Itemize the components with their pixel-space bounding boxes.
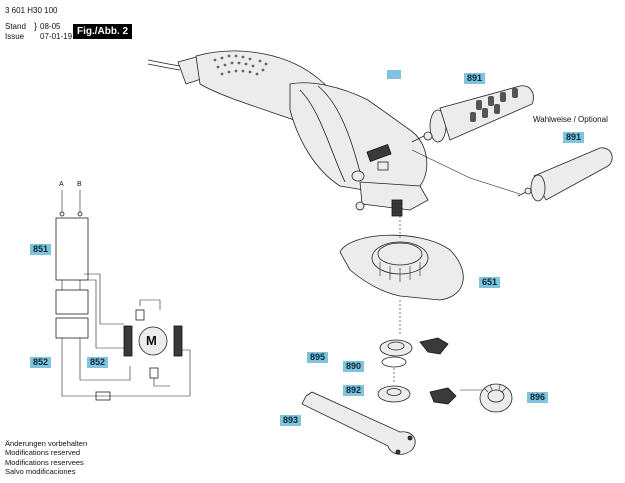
footer-line: Änderungen vorbehalten <box>5 439 88 448</box>
brush-left <box>123 325 133 357</box>
terminal-b-label: B <box>77 181 82 188</box>
cable-connector <box>95 391 111 401</box>
two-pin-spanner <box>301 391 416 455</box>
callout-896[interactable]: 896 <box>527 392 549 403</box>
o-ring <box>381 356 407 368</box>
spindle-lock-button <box>377 161 389 171</box>
terminal-a-label: A <box>59 181 64 188</box>
callout-890[interactable]: 890 <box>343 361 365 372</box>
suppressor-component <box>55 289 89 315</box>
grip-texture <box>213 54 268 76</box>
brace-glyph: } <box>34 21 38 31</box>
gear-head <box>359 181 429 211</box>
spanner-body <box>301 391 416 455</box>
auxiliary-handle-optional <box>517 147 613 202</box>
auxiliary-handle-standard <box>411 85 534 143</box>
wheel-guard <box>339 216 464 301</box>
motor-housing <box>289 82 428 197</box>
callout-891-top[interactable]: 891 <box>464 73 486 84</box>
motor-label: M <box>146 333 157 348</box>
callout-852-b[interactable]: 852 <box>87 357 109 368</box>
issue-value: 07-01-19 <box>40 32 73 41</box>
figure-label: Fig./Abb. 2 <box>73 24 133 39</box>
optional-handle-leader <box>411 149 521 195</box>
callout-891-optional[interactable]: 891 <box>563 132 585 143</box>
stand-value: 08-05 <box>40 22 61 31</box>
grinder-body <box>147 50 429 217</box>
footer-line: Modifications reserved <box>5 448 81 458</box>
footer-notes: Änderungen vorbehalten Modifications res… <box>5 439 87 477</box>
part-number: 3 601 H30 100 <box>5 6 58 15</box>
slide-switch <box>366 144 392 162</box>
footer-line: Modifications reservees <box>5 457 84 467</box>
callout-blank <box>387 70 401 79</box>
callout-893[interactable]: 893 <box>280 415 302 426</box>
callout-895[interactable]: 895 <box>307 352 329 363</box>
callout-852-a[interactable]: 852 <box>30 357 52 368</box>
power-cable <box>147 59 181 67</box>
optional-note: Wahlweise / Optional <box>533 115 608 124</box>
nut-section-view <box>429 387 457 405</box>
callout-851[interactable]: 851 <box>30 244 52 255</box>
callout-892[interactable]: 892 <box>343 385 365 396</box>
mounting-flange <box>379 339 413 357</box>
wiring-diagram <box>55 190 191 401</box>
clamping-nut <box>377 385 411 403</box>
optional-handle-grip <box>533 147 613 201</box>
switch-component <box>55 217 89 281</box>
callout-651[interactable]: 651 <box>479 277 501 288</box>
flange-section-view <box>419 337 449 355</box>
brush-right <box>173 325 183 357</box>
issue-label: Issue <box>5 32 25 41</box>
motor-symbol <box>138 326 168 356</box>
stand-label: Stand <box>5 22 26 31</box>
quick-clamping-nut <box>479 383 513 413</box>
electronics-component <box>55 317 89 339</box>
footer-line: Salvo modificaciones <box>5 467 76 477</box>
